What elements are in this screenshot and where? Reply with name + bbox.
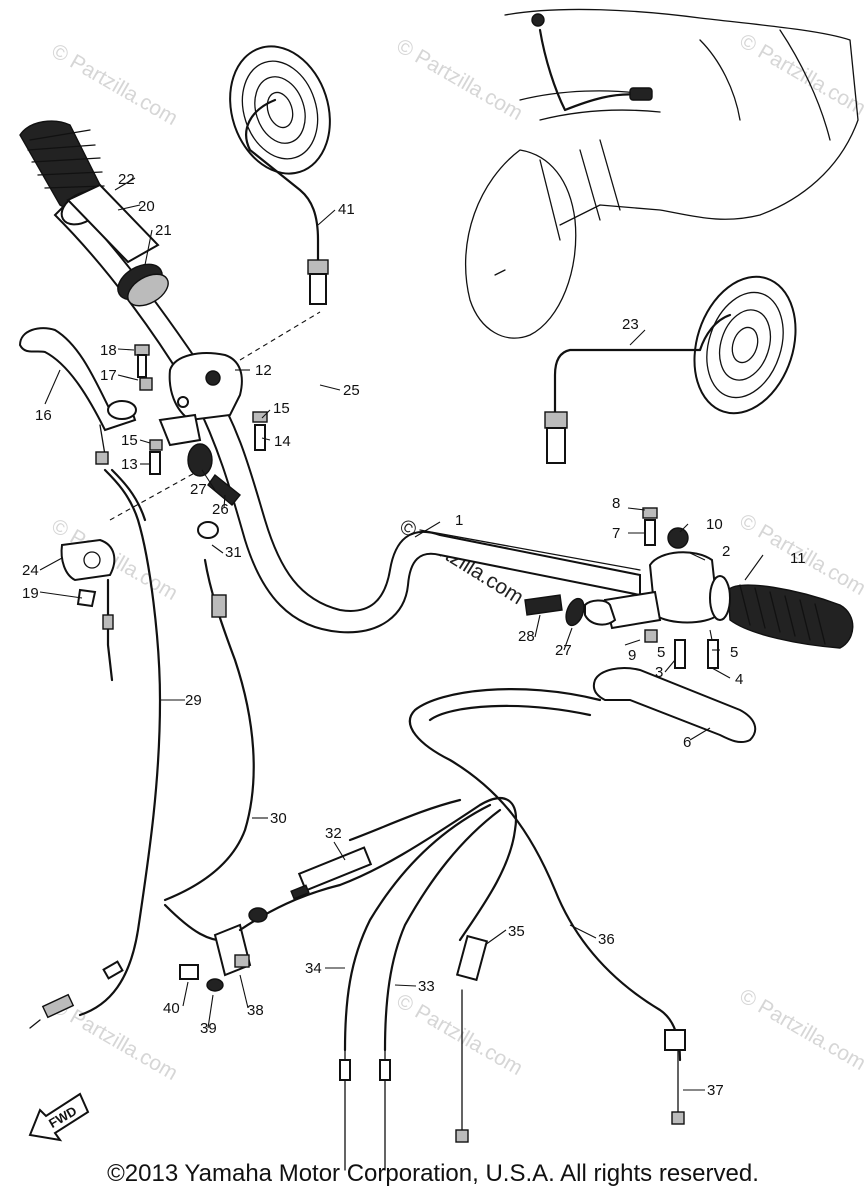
callout-numbers: 1 2 3 4 5 5 6 7 8 9 10 11 12 13 14 15 15… — [22, 171, 806, 1099]
left-switch-housing — [109, 311, 321, 521]
brake-cable — [408, 688, 686, 1125]
fwd-arrow: FWD — [28, 1092, 90, 1142]
callout-24: 24 — [22, 562, 39, 579]
callout-34: 34 — [305, 960, 322, 977]
left-small-parts — [134, 344, 268, 506]
clutch-cable — [29, 468, 162, 1029]
callout-39: 39 — [200, 1020, 217, 1037]
callout-10: 10 — [706, 516, 723, 533]
callout-12: 12 — [255, 362, 272, 379]
callout-31: 31 — [225, 544, 242, 561]
callout-5b: 5 — [730, 644, 738, 661]
callout-16: 16 — [35, 407, 52, 424]
callout-19: 19 — [22, 585, 39, 602]
watermark: © Partzilla.com — [48, 39, 182, 130]
callout-8: 8 — [612, 495, 620, 512]
callout-1: 1 — [455, 512, 463, 529]
callout-3: 3 — [655, 664, 663, 681]
callout-4: 4 — [735, 671, 743, 688]
callout-13: 13 — [121, 456, 138, 473]
right-mirror — [544, 275, 797, 464]
cable-bracket — [179, 923, 252, 992]
callout-9: 9 — [628, 647, 636, 664]
callout-5a: 5 — [657, 644, 665, 661]
callout-11: 11 — [790, 550, 806, 567]
choke-lever-assembly — [60, 538, 116, 682]
callout-6: 6 — [683, 734, 691, 751]
right-switch-assembly — [603, 507, 854, 669]
right-adjusters — [524, 594, 585, 627]
callout-40: 40 — [163, 1000, 180, 1017]
callout-leaders — [39, 177, 764, 1091]
callout-36: 36 — [598, 931, 615, 948]
callout-35: 35 — [508, 923, 525, 940]
callout-15a: 15 — [273, 400, 290, 417]
decompression-cable — [163, 521, 255, 943]
watermark: © Partzilla.com — [393, 989, 527, 1080]
callout-27a: 27 — [190, 481, 207, 498]
callout-32: 32 — [325, 825, 342, 842]
clutch-lever — [18, 327, 137, 465]
callout-25: 25 — [343, 382, 360, 399]
callout-15b: 15 — [121, 432, 138, 449]
left-grip-assembly — [19, 120, 169, 307]
callout-33: 33 — [418, 978, 435, 995]
callout-28: 28 — [518, 628, 535, 645]
callout-22: 22 — [118, 171, 135, 188]
callout-17: 17 — [100, 367, 117, 384]
copyright-notice: ©2013 Yamaha Motor Corporation, U.S.A. A… — [107, 1160, 759, 1187]
callout-20: 20 — [138, 198, 155, 215]
callout-14: 14 — [274, 433, 291, 450]
callout-30: 30 — [270, 810, 287, 827]
callout-38: 38 — [247, 1002, 264, 1019]
callout-7: 7 — [612, 525, 620, 542]
callout-37: 37 — [707, 1082, 724, 1099]
watermark: © Partzilla.com — [736, 29, 866, 120]
left-mirror — [229, 45, 331, 305]
throttle-cables — [238, 797, 518, 1171]
callout-23: 23 — [622, 316, 639, 333]
callout-29: 29 — [185, 692, 202, 709]
callout-26: 26 — [212, 501, 229, 518]
watermark: © Partzilla.com — [393, 34, 527, 125]
callout-2: 2 — [722, 543, 730, 560]
watermark: © Partzilla.com — [736, 984, 866, 1075]
motorcycle-outline-illustration — [464, 8, 859, 339]
brake-lever — [584, 599, 757, 744]
callout-41: 41 — [338, 201, 355, 218]
callout-21: 21 — [155, 222, 172, 239]
callout-18: 18 — [100, 342, 117, 359]
callout-27b: 27 — [555, 642, 572, 659]
